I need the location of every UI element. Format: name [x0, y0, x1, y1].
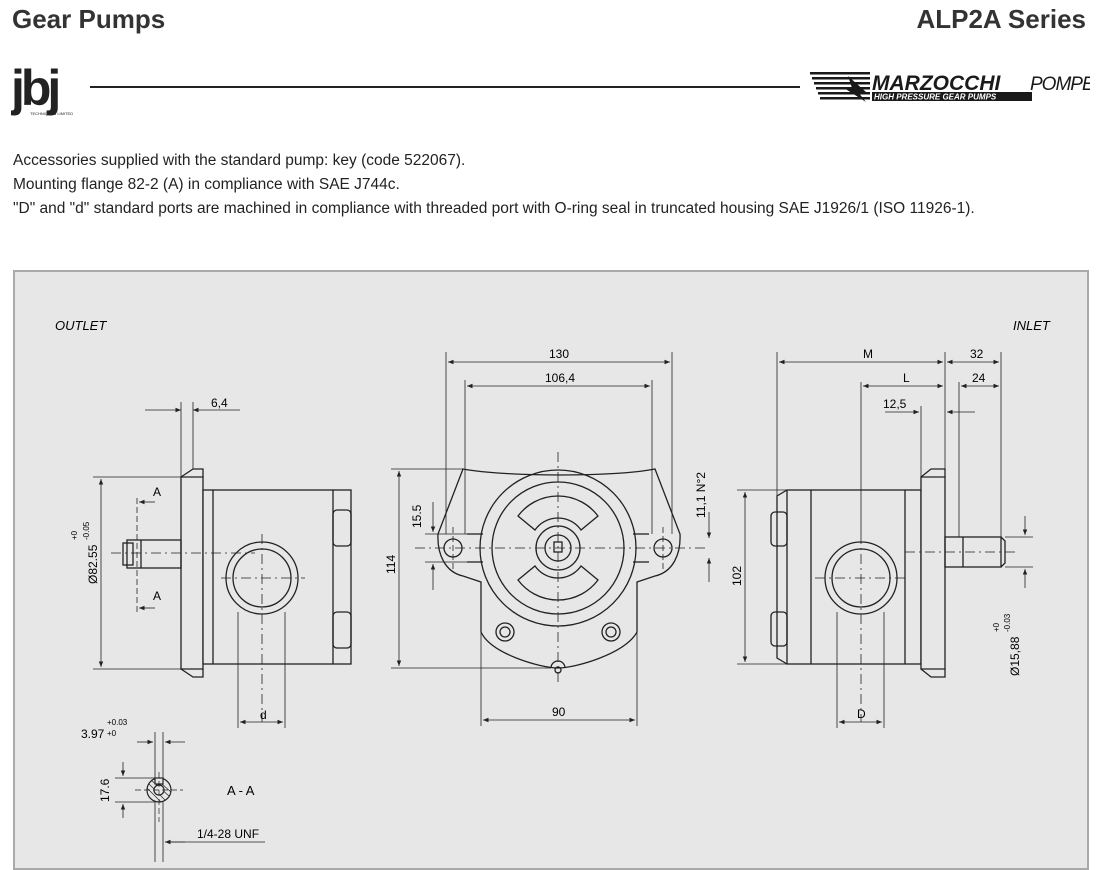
svg-text:+0: +0	[70, 530, 79, 540]
dim-114: 114	[384, 555, 398, 574]
dim-24: 24	[972, 371, 986, 385]
thread-spec: 1/4-28 UNF	[197, 827, 259, 841]
technical-drawing-panel: OUTLET INLET	[13, 270, 1089, 870]
svg-text:-0.03: -0.03	[1003, 613, 1012, 632]
right-side-view	[737, 352, 1033, 728]
dim-3-97: 3.97	[81, 727, 105, 741]
dim-shaft-diameter-right: Ø15,88 -0.03 +0	[992, 613, 1022, 676]
page-title: Gear Pumps	[12, 4, 166, 34]
dim-6-4: 6,4	[211, 396, 228, 410]
dim-3-97-tol-upper: +0.03	[107, 718, 128, 727]
svg-text:MARZOCCHI: MARZOCCHI	[872, 72, 1001, 95]
dim-11-1-n2: 11,1 N°2	[694, 472, 708, 518]
svg-text:Ø82.55: Ø82.55	[86, 544, 100, 584]
section-label-a-a: A - A	[227, 783, 255, 798]
dim-32: 32	[970, 347, 984, 361]
outlet-label: OUTLET	[55, 318, 107, 333]
header-rule	[90, 86, 800, 88]
jbj-logo: jbj TECHNIQUES LIMITED	[11, 60, 73, 116]
section-mark-a-bottom: A	[153, 589, 161, 603]
note-line: Accessories supplied with the standard p…	[13, 152, 466, 169]
svg-text:TECHNIQUES LIMITED: TECHNIQUES LIMITED	[30, 111, 73, 116]
dim-90: 90	[552, 705, 566, 719]
svg-text:+0: +0	[992, 622, 1001, 632]
inlet-label: INLET	[1013, 318, 1051, 333]
technical-drawing: OUTLET INLET	[55, 318, 1051, 862]
dim-m: M	[863, 347, 873, 361]
svg-text:HIGH PRESSURE GEAR PUMPS: HIGH PRESSURE GEAR PUMPS	[874, 93, 997, 102]
note-line: "D" and "d" standard ports are machined …	[13, 200, 975, 217]
svg-text:-0.05: -0.05	[82, 521, 91, 540]
series-title: ALP2A Series	[916, 4, 1086, 34]
dim-17-6: 17.6	[98, 778, 112, 802]
dim-12-5: 12,5	[883, 397, 907, 411]
accessory-notes: Accessories supplied with the standard p…	[13, 149, 975, 221]
left-side-view	[93, 402, 352, 728]
dim-106-4: 106,4	[545, 371, 575, 385]
svg-text:POMPE: POMPE	[1030, 74, 1090, 95]
section-a-a-detail	[115, 732, 265, 862]
port-label-D: D	[857, 707, 866, 721]
svg-text:Ø15,88: Ø15,88	[1008, 636, 1022, 676]
dim-15-5: 15.5	[410, 504, 424, 528]
front-view	[391, 352, 712, 726]
port-label-d: d	[260, 708, 267, 722]
svg-text:jbj: jbj	[11, 60, 58, 116]
section-mark-a-top: A	[153, 485, 161, 499]
dim-shaft-diameter-left: Ø82.55 -0.05 +0	[70, 521, 100, 584]
marzocchi-logo: MARZOCCHI POMPE HIGH PRESSURE GEAR PUMPS	[810, 72, 1090, 102]
dim-l: L	[903, 371, 910, 385]
dim-102: 102	[730, 566, 744, 586]
dim-3-97-tol-lower: +0	[107, 729, 117, 738]
dim-130: 130	[549, 347, 569, 361]
note-line: Mounting flange 82-2 (A) in compliance w…	[13, 176, 400, 193]
